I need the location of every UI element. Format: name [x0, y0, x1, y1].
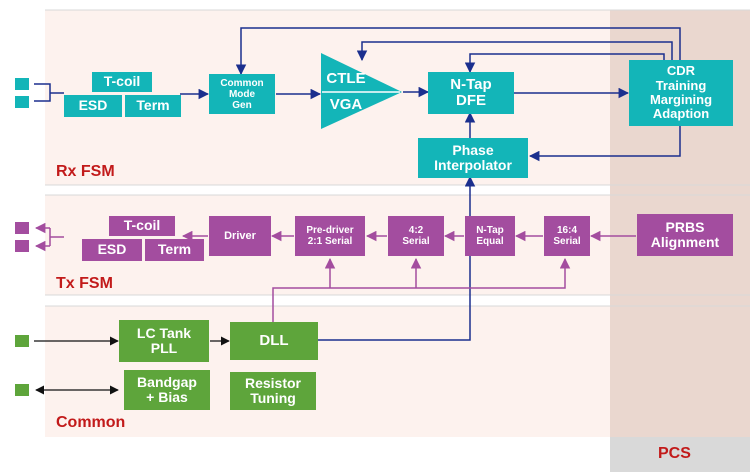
resistor-tuning-block: Resistor Tuning — [230, 372, 316, 410]
driver-block: Driver — [209, 216, 271, 256]
rx-section-label: Rx FSM — [56, 163, 115, 180]
rx-esd-block: ESD — [64, 95, 122, 117]
tx-term-block: Term — [145, 239, 204, 261]
tx-esd-block: ESD — [82, 239, 142, 261]
dll-block: DLL — [230, 322, 318, 360]
tx-pad-n — [15, 240, 29, 252]
common-mode-gen-block: Common Mode Gen — [209, 74, 275, 114]
common-section-label: Common — [56, 414, 126, 431]
serial-16-4-block: 16:4 Serial — [544, 216, 590, 256]
tx-tcoil-block: T-coil — [109, 216, 175, 236]
wire-cdr-to-pi — [528, 126, 681, 162]
ntap-equal-block: N-Tap Equal — [465, 216, 515, 256]
bias-pad — [15, 384, 29, 396]
phase-interpolator-block: Phase Interpolator — [418, 138, 528, 178]
prbs-alignment-block: PRBS Alignment — [637, 214, 733, 256]
wire-dll-clock — [272, 257, 571, 322]
wire-cdr-to-ctle — [356, 41, 673, 62]
predriver-block: Pre-driver 2:1 Serial — [295, 216, 365, 256]
tx-section-label: Tx FSM — [56, 275, 113, 292]
rx-pad-p — [15, 78, 29, 90]
rx-term-block: Term — [125, 95, 181, 117]
vga-label: VGA — [329, 95, 363, 113]
serial-4-2-block: 4:2 Serial — [388, 216, 444, 256]
pcs-footer-bg — [610, 437, 750, 472]
pll-ref-pad — [15, 335, 29, 347]
cdr-block: CDR Training Margining Adaption — [629, 60, 733, 126]
ctle-amplifier-icon — [321, 53, 402, 129]
tx-pad-p — [15, 222, 29, 234]
bandgap-bias-block: Bandgap + Bias — [124, 370, 210, 410]
ctle-label: CTLE — [326, 69, 366, 87]
ntap-dfe-block: N-Tap DFE — [428, 72, 514, 114]
rx-pad-n — [15, 96, 29, 108]
rx-tcoil-block: T-coil — [92, 72, 152, 92]
wire-cdr-to-dfe — [464, 53, 665, 74]
wire-cdr-to-cmgen — [235, 27, 681, 76]
pcs-label: PCS — [658, 445, 691, 462]
lc-tank-pll-block: LC Tank PLL — [119, 320, 209, 362]
